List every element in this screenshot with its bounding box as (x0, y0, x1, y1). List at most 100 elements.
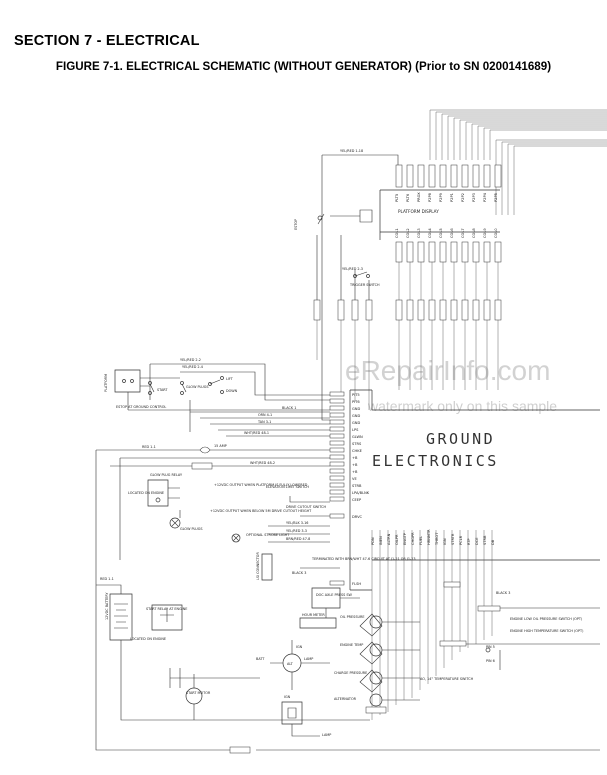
wire-label-orn: ORN 4-1 (258, 413, 272, 417)
ign-switch-label: IGN (284, 695, 291, 699)
elevation-limit-wire (289, 496, 330, 503)
trigger-switch (353, 271, 370, 278)
wire-label-tan: TAN 3-1 (257, 420, 271, 424)
engine-temp-label: ENGINE TEMP (340, 643, 363, 647)
alt-label: ALT (287, 662, 294, 666)
pin6-label: PIN 6 (486, 659, 495, 663)
platform-display-label: PLATFORM DISPLAY (398, 209, 439, 214)
svg-text:LPS: LPS (352, 428, 359, 432)
ignition-switch (281, 701, 303, 725)
ground-electronics-label-2: ELECTRONICS (372, 452, 499, 470)
svg-text:PLT5: PLT5 (395, 194, 399, 202)
svg-text:COL2: COL2 (406, 228, 410, 238)
wire-label-yelblk: YEL/BLK 3-16 (286, 521, 308, 525)
drive-cutout-label: DRIVE CUTOUT SWITCH (286, 505, 326, 509)
svg-text:GND: GND (352, 421, 360, 425)
black3-label: BLACK 3 (292, 571, 306, 575)
platform-estop (317, 209, 373, 225)
svg-text:THROT: THROT (435, 532, 439, 546)
svg-text:CHGPR: CHGPR (411, 532, 415, 545)
wire-label-black1: BLACK 1 (282, 406, 296, 410)
elevation-limit-label: ELEVATION LIMIT SWITCH (266, 485, 309, 489)
ground-electronics-pins: PIT5 PIT6 GND GND GND LPS GLWN STRS CHKE… (329, 391, 370, 586)
doc-axle-switch (311, 587, 341, 609)
located-on-engine-2-label: LOCATED ON ENGINE (130, 637, 166, 641)
estop-platform-label: ESTOP (294, 219, 298, 230)
svg-text:COL3: COL3 (417, 228, 421, 238)
output-below-label: +12VDC OUTPUT WHEN BELOW 5M DRIVE CUTOUT… (210, 509, 312, 513)
ground-control-wires (189, 400, 330, 437)
doc-axle-label: DOC AXLE PRESS SW (316, 593, 353, 597)
platform-switch-box (114, 369, 180, 393)
connector-flsh (443, 581, 461, 588)
hour-meter (299, 617, 337, 629)
wire-label-yelred-2-4: YEL/RED 2-4 (182, 365, 203, 369)
lsi-connector-label: LSI CONNECTOR (256, 552, 260, 580)
svg-text:+B: +B (352, 470, 358, 474)
start-motor-wires (169, 668, 260, 720)
engine-high-temp-label: ENGINE HIGH TEMPERATURE SWITCH (OPT) (510, 629, 584, 633)
svg-text:COL7: COL7 (461, 228, 465, 238)
bottom-bus-wires (371, 530, 493, 720)
down-label: DOWN (226, 389, 238, 393)
lift-label: LIFT (226, 377, 234, 381)
fuse-15amp-label: 15 AMP (214, 444, 227, 448)
svg-text:GLWN: GLWN (352, 435, 363, 439)
svg-text:CHKE: CHKE (352, 449, 363, 453)
temp-switch-label: AO, 14° TEMPERATURE SWITCH (420, 677, 474, 681)
svg-text:STRS: STRS (352, 442, 362, 446)
svg-text:FUEL: FUEL (419, 536, 423, 545)
alternator-label: ALTERNATOR (334, 697, 357, 701)
svg-text:P2P3: P2P3 (472, 193, 476, 202)
svg-text:P2P5: P2P5 (494, 193, 498, 202)
connector-pcwm (365, 706, 387, 714)
svg-text:COL9: COL9 (483, 228, 487, 238)
battery-label: 12VDC BATTERY (105, 592, 109, 620)
svg-text:RTP: RTP (467, 538, 471, 545)
glow-plugs-switch (180, 381, 187, 395)
gauges (359, 613, 420, 707)
display-lower-connectors (313, 235, 502, 410)
ground-electronics-label-1: GROUND (426, 430, 495, 448)
wire-label-yelred-3: YEL/RED 3-3 (286, 529, 307, 533)
watermark-site: eRepairInfo.com (345, 355, 550, 386)
svg-text:STRB: STRB (483, 535, 487, 545)
svg-text:LPA/BLNK: LPA/BLNK (352, 491, 370, 495)
svg-text:PDN: PDN (371, 537, 375, 545)
platform-display-block: PLT5 PLT6 PROX P2P8 P2P9 P2P1 P2P2 P2P3 … (379, 189, 500, 240)
wire-label-red-1-2: RED 1-1 (100, 577, 114, 581)
doc-axle-wire (325, 597, 360, 618)
optional-strobe (231, 533, 241, 543)
connector-pc (191, 462, 213, 470)
upper-aux-wires (110, 457, 330, 560)
estop-ground-label: ESTOP AT GROUND CONTROL (116, 405, 166, 409)
bottom-return-wires (95, 680, 600, 751)
hour-meter-label: HOUR METER (302, 613, 325, 617)
svg-text:STRTR: STRTR (451, 533, 455, 545)
svg-text:OILPR: OILPR (395, 534, 399, 545)
svg-text:COL5: COL5 (439, 228, 443, 238)
start-switch (148, 381, 155, 395)
wire-label-whtred: WHT/RED 48-1 (244, 431, 269, 435)
svg-text:FLSH: FLSH (352, 582, 361, 586)
switch-feed-wires (149, 363, 330, 401)
bottom-pins: PDN INEN ALTRN OILPR ENGTP CHGPR FUEL HR… (371, 529, 495, 546)
fuse-15amp (199, 446, 211, 454)
svg-text:ENGTP: ENGTP (403, 532, 407, 545)
svg-text:+B: +B (352, 456, 358, 460)
svg-text:DRVC: DRVC (352, 515, 363, 519)
lift-down-switch (208, 376, 224, 394)
start-motor-label: START MOTOR (186, 691, 211, 695)
svg-text:VE: VE (352, 477, 357, 481)
svg-text:P2P4: P2P4 (483, 192, 487, 202)
glow-plugs-switch-label: GLOW PLUGS (186, 385, 209, 389)
svg-text:+B: +B (352, 463, 358, 467)
wire-label-yelred-2-2: YEL/RED 2-2 (180, 358, 201, 362)
svg-text:PROX: PROX (417, 192, 421, 202)
batt-label: BATT (256, 657, 265, 661)
glow-plugs-label: GLOW PLUGS (180, 527, 203, 531)
display-top-connectors (395, 164, 502, 188)
figure-title: FIGURE 7-1. ELECTRICAL SCHEMATIC (WITHOU… (55, 60, 552, 73)
display-mid-connectors (395, 241, 502, 300)
